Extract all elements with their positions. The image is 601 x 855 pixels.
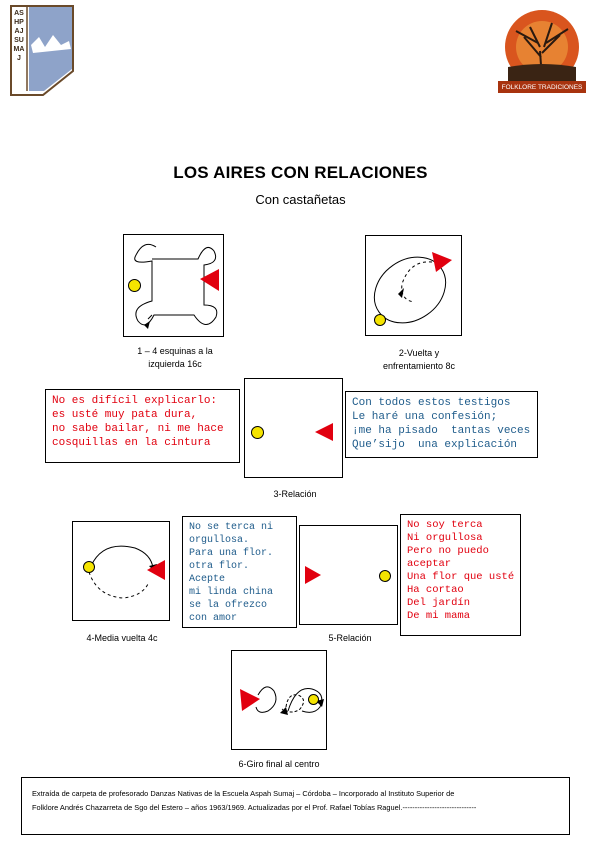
figure-5-caption: 5-Relación bbox=[328, 633, 372, 643]
red-dancer-icon bbox=[240, 689, 260, 711]
source-footnote: Extraída de carpeta de profesorado Danza… bbox=[21, 777, 570, 835]
ashpaj-sumaj-logo: ASHPAJ SUMAJ bbox=[9, 5, 75, 97]
figure-5-diagram bbox=[299, 525, 398, 625]
verse-1: No es difícil explicarlo: es usté muy pa… bbox=[45, 389, 240, 463]
page-title: LOS AIRES CON RELACIONES bbox=[173, 163, 428, 182]
red-dancer-icon bbox=[200, 269, 219, 291]
figure-1-caption: 1 – 4 esquinas a la izquierda 16c bbox=[137, 346, 213, 369]
verse-4: No soy terca Ni orgullosa Pero no puedo … bbox=[400, 514, 521, 636]
figure-3-caption: 3-Relación bbox=[273, 489, 317, 499]
shield-logo-graphic bbox=[10, 5, 74, 96]
figure-2-caption: 2-Vuelta y enfrentamiento 8c bbox=[382, 348, 456, 371]
red-dancer-icon bbox=[315, 423, 333, 441]
logo-vertical-text: ASHPAJ SUMAJ bbox=[13, 10, 25, 62]
figure-4-diagram bbox=[72, 521, 170, 621]
yellow-dancer-icon bbox=[83, 561, 95, 573]
yellow-dancer-icon bbox=[379, 570, 391, 582]
footnote-line-1: Extraída de carpeta de profesorado Danza… bbox=[32, 789, 455, 798]
red-dancer-icon bbox=[305, 566, 321, 584]
logo-caption: FOLKLORE TRADICIONES bbox=[501, 84, 583, 91]
folklore-tradiciones-logo: FOLKLORE TRADICIONES bbox=[494, 7, 590, 97]
red-dancer-icon bbox=[432, 252, 452, 272]
verse-3: No se terca ni orgullosa. Para una flor.… bbox=[182, 516, 297, 628]
page-subtitle: Con castañetas bbox=[255, 192, 346, 207]
figure-3-diagram bbox=[244, 378, 343, 478]
figure-4-caption: 4-Media vuelta 4c bbox=[86, 633, 158, 643]
verse-2: Con todos estos testigos Le haré una con… bbox=[345, 391, 538, 458]
yellow-dancer-icon bbox=[374, 314, 386, 326]
tree-sunset-graphic bbox=[494, 7, 590, 97]
yellow-dancer-icon bbox=[308, 694, 319, 705]
yellow-dancer-icon bbox=[128, 279, 141, 292]
figure-2-diagram bbox=[365, 235, 462, 336]
figure-1-diagram bbox=[123, 234, 224, 337]
footnote-line-2: Folklore Andrés Chazarreta de Sgo del Es… bbox=[32, 803, 477, 812]
figure-6-diagram bbox=[231, 650, 327, 750]
red-dancer-icon bbox=[147, 560, 165, 580]
yellow-dancer-icon bbox=[251, 426, 264, 439]
figure-6-caption: 6-Giro final al centro bbox=[238, 759, 320, 769]
